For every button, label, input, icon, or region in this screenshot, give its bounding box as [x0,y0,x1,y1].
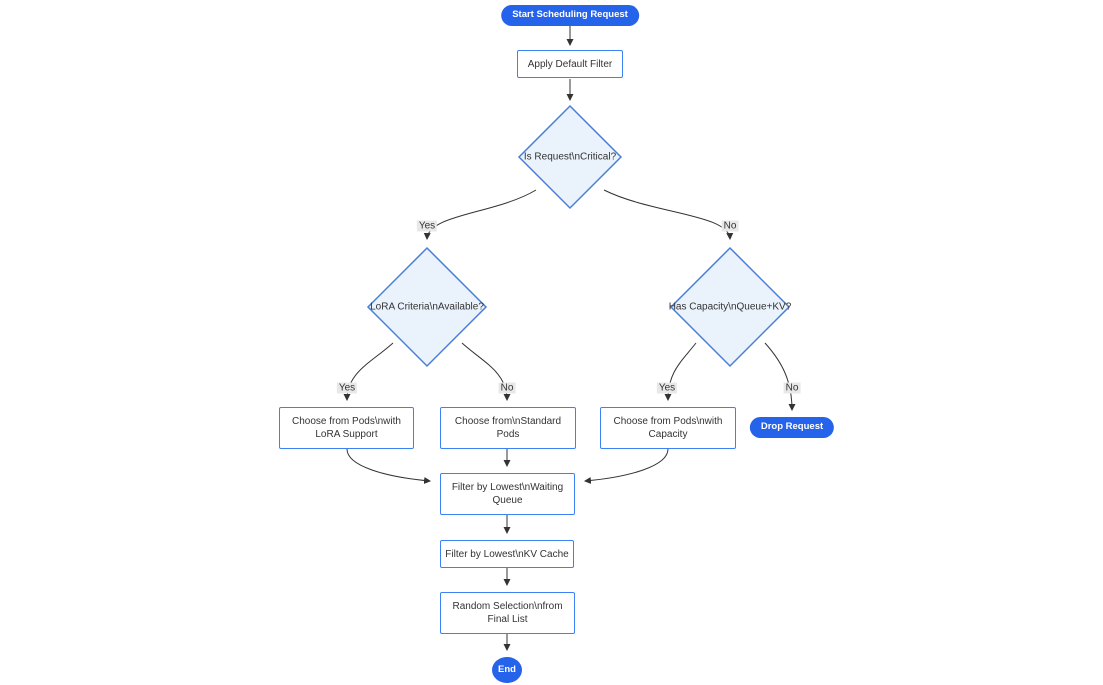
node-random-selection: Random Selection\nfrom Final List [440,592,575,634]
node-choose-lora-pods-line2: LoRA Support [315,429,378,440]
node-random-selection-line1: Random Selection\nfrom [452,601,563,612]
node-choose-lora-pods-line1: Choose from Pods\nwith [292,416,401,427]
decision-lora-criteria-shape [366,246,488,368]
node-filter-kv-cache: Filter by Lowest\nKV Cache [440,540,574,568]
node-choose-lora-pods: Choose from Pods\nwith LoRA Support [279,407,414,449]
decision-is-request-critical-shape [517,104,623,210]
edge-critical-yes-to-lora [423,189,537,241]
node-filter-waiting-queue: Filter by Lowest\nWaiting Queue [440,473,575,515]
edge-label-capacity-yes: Yes [656,382,678,394]
edge-label-critical-no: No [721,220,739,232]
node-filter-waiting-queue-line2: Queue [492,495,523,506]
edge-label-lora-no: No [498,382,516,394]
node-drop-request-label: Drop Request [760,421,824,433]
edge-label-capacity-no: No [783,382,801,394]
node-apply-default-filter-label: Apply Default Filter [527,58,613,70]
edge-label-critical-yes: Yes [416,220,438,232]
node-end: End [492,657,522,683]
edge-label-lora-yes: Yes [336,382,358,394]
decision-has-capacity-shape [669,246,791,368]
node-apply-default-filter: Apply Default Filter [517,50,623,78]
edge-choose-capacity-to-filter-waiting [583,448,669,484]
edge-critical-no-to-capacity [603,189,734,241]
node-choose-capacity-pods-line2: Capacity [648,429,688,440]
node-end-label: End [498,663,516,675]
node-choose-capacity-pods: Choose from Pods\nwith Capacity [600,407,736,449]
node-filter-waiting-queue-line1: Filter by Lowest\nWaiting [451,482,564,493]
node-choose-standard-pods: Choose from\nStandard Pods [440,407,576,449]
decision-has-capacity-label: Has Capacity\nQueue+KV? [668,301,792,313]
decision-lora-criteria-label: LoRA Criteria\nAvailable? [370,301,484,313]
node-start-label: Start Scheduling Request [512,9,628,21]
edge-capacity-no-to-drop [764,342,796,412]
node-filter-kv-cache-label: Filter by Lowest\nKV Cache [445,548,569,560]
node-random-selection-line2: Final List [487,614,528,625]
node-start: Start Scheduling Request [501,5,639,26]
node-choose-standard-pods-line1: Choose from\nStandard [454,416,562,427]
node-choose-standard-pods-line2: Pods [496,429,520,440]
edge-choose-lora-to-filter-waiting [346,448,432,484]
decision-is-request-critical-label: Is Request\nCritical? [523,151,617,163]
node-choose-capacity-pods-line1: Choose from Pods\nwith [613,416,723,427]
node-drop-request: Drop Request [749,417,835,438]
